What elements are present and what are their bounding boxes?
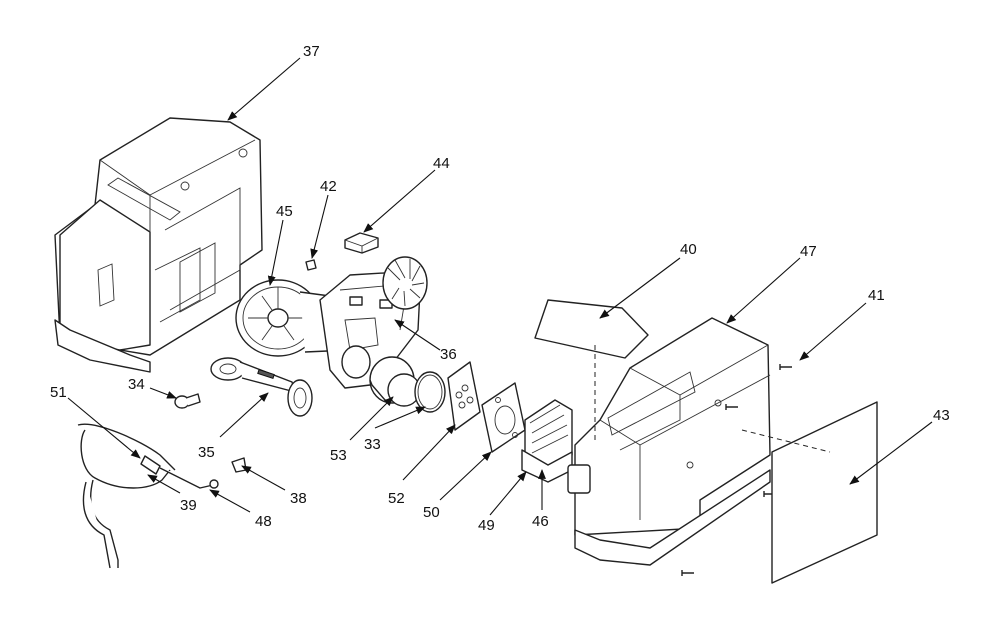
callout-43: 43 [933,407,950,424]
data-plate-part [771,401,878,584]
left-shroud-part [54,117,263,373]
callout-40: 40 [680,241,697,258]
gasket-plate-part [481,382,526,453]
air-hose-part [77,423,219,569]
valve-plate-part [447,361,481,431]
callout-46: 46 [532,513,549,530]
connecting-rod-part [210,357,313,417]
callout-51: 51 [50,384,67,401]
callout-47: 47 [800,243,817,260]
callout-leaders [67,57,933,516]
callout-37: 37 [303,43,320,60]
callout-48: 48 [255,513,272,530]
cylinder-sleeve-part [369,356,421,407]
callout-33: 33 [364,436,381,453]
callout-53: 53 [330,447,347,464]
callout-52: 52 [388,490,405,507]
callout-49: 49 [478,517,495,534]
callout-41: 41 [868,287,885,304]
o-ring-part [414,371,446,413]
callout-39: 39 [180,497,197,514]
instruction-label-part [534,299,649,359]
screw-part [174,393,201,409]
cylinder-head-part [521,399,573,483]
callout-44: 44 [433,155,450,172]
right-shroud-part [567,317,771,566]
alignment-dashes [594,345,831,453]
callout-35: 35 [198,444,215,461]
callout-50: 50 [423,504,440,521]
retaining-clip-part [231,457,247,473]
callout-34: 34 [128,376,145,393]
filter-pad-part [344,232,379,254]
callout-42: 42 [320,178,337,195]
cooling-fan-part [382,256,428,310]
small-fitting-part [305,259,317,271]
callout-labels: 37 42 44 45 40 47 41 36 34 51 43 35 53 3… [50,43,950,534]
callout-36: 36 [440,346,457,363]
shroud-screws-part [681,364,792,576]
callout-38: 38 [290,490,307,507]
callout-45: 45 [276,203,293,220]
